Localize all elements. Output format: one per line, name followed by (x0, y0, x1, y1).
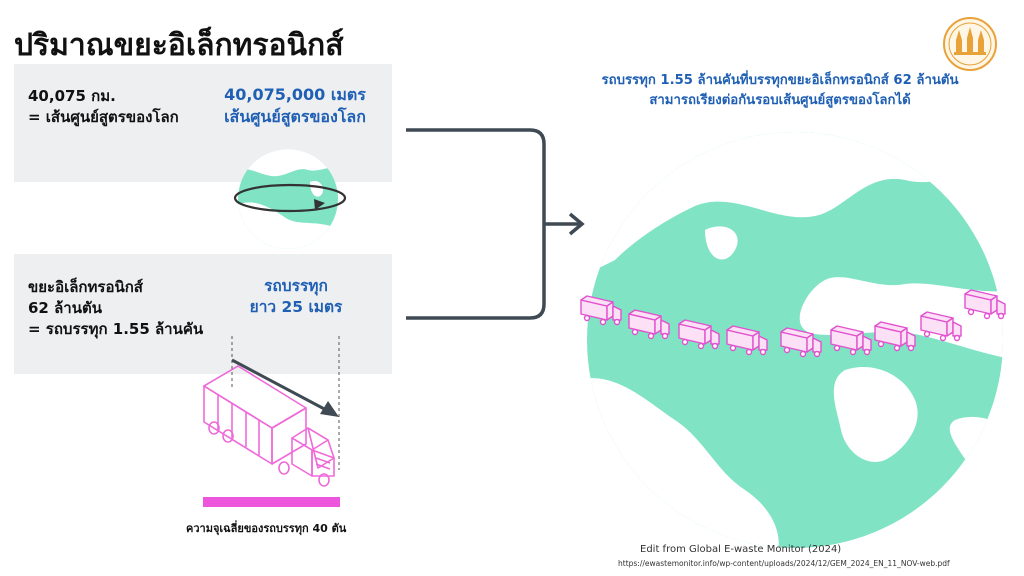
truck-icon (920, 311, 962, 342)
equator-meters-value: 40,075,000 เมตร (224, 85, 366, 104)
truck-length-text: รถบรรทุก ยาว 25 เมตร (232, 276, 360, 318)
page-title: ปริมาณขยะอิเล็กทรอนิกส์ (14, 28, 344, 63)
ewaste-text: ขยะอิเล็กทรอนิกส์ 62 ล้านตัน = รถบรรทุก … (28, 277, 203, 340)
ewaste-amount: 62 ล้านตัน (28, 299, 102, 317)
truck-icon (628, 309, 670, 340)
ewaste-truck-count: = รถบรรทุก 1.55 ล้านคัน (28, 320, 204, 338)
small-globe-icon (233, 149, 347, 249)
equator-meters-label: เส้นศูนย์สูตรของโลก (224, 107, 366, 126)
truck-row (580, 289, 1006, 358)
truck-icon (726, 325, 768, 356)
truck-icon (964, 289, 1006, 320)
truck-icon (780, 327, 822, 358)
truck-length-value: ยาว 25 เมตร (249, 298, 343, 316)
equator-info-panel (14, 64, 392, 182)
truck-icon (678, 319, 720, 350)
truck-illustration-icon (203, 336, 340, 487)
equator-meters-text: 40,075,000 เมตร เส้นศูนย์สูตรของโลก (210, 84, 380, 128)
logo-emblem-icon (943, 17, 997, 71)
truck-icon (580, 295, 622, 326)
large-globe-icon (587, 132, 1003, 548)
headline-line1: รถบรรทุก 1.55 ล้านคันที่บรรทุกขยะอิเล็กท… (601, 73, 959, 88)
bracket-arrow-icon (406, 128, 585, 320)
truck-capacity-caption: ความจุเฉลี่ยของรถบรรทุก 40 ตัน (186, 522, 347, 535)
truck-length-label: รถบรรทุก (264, 277, 328, 295)
source-url: https://ewastemonitor.info/wp-content/up… (618, 559, 950, 568)
ewaste-info-panel (14, 254, 392, 374)
headline-line2: สามารถเรียงต่อกันรอบเส้นศูนย์สูตรของโลกไ… (649, 93, 911, 108)
equator-km-value: 40,075 กม. (28, 87, 116, 105)
capacity-bar (203, 497, 340, 507)
ewaste-label: ขยะอิเล็กทรอนิกส์ (28, 278, 143, 296)
equator-km-label: = เส้นศูนย์สูตรของโลก (28, 108, 179, 126)
equator-km-text: 40,075 กม. = เส้นศูนย์สูตรของโลก (28, 86, 179, 128)
truck-icon (830, 325, 872, 356)
headline: รถบรรทุก 1.55 ล้านคันที่บรรทุกขยะอิเล็กท… (545, 71, 1015, 111)
source-credit: Edit from Global E-waste Monitor (2024) (640, 544, 842, 555)
truck-icon (874, 321, 916, 352)
